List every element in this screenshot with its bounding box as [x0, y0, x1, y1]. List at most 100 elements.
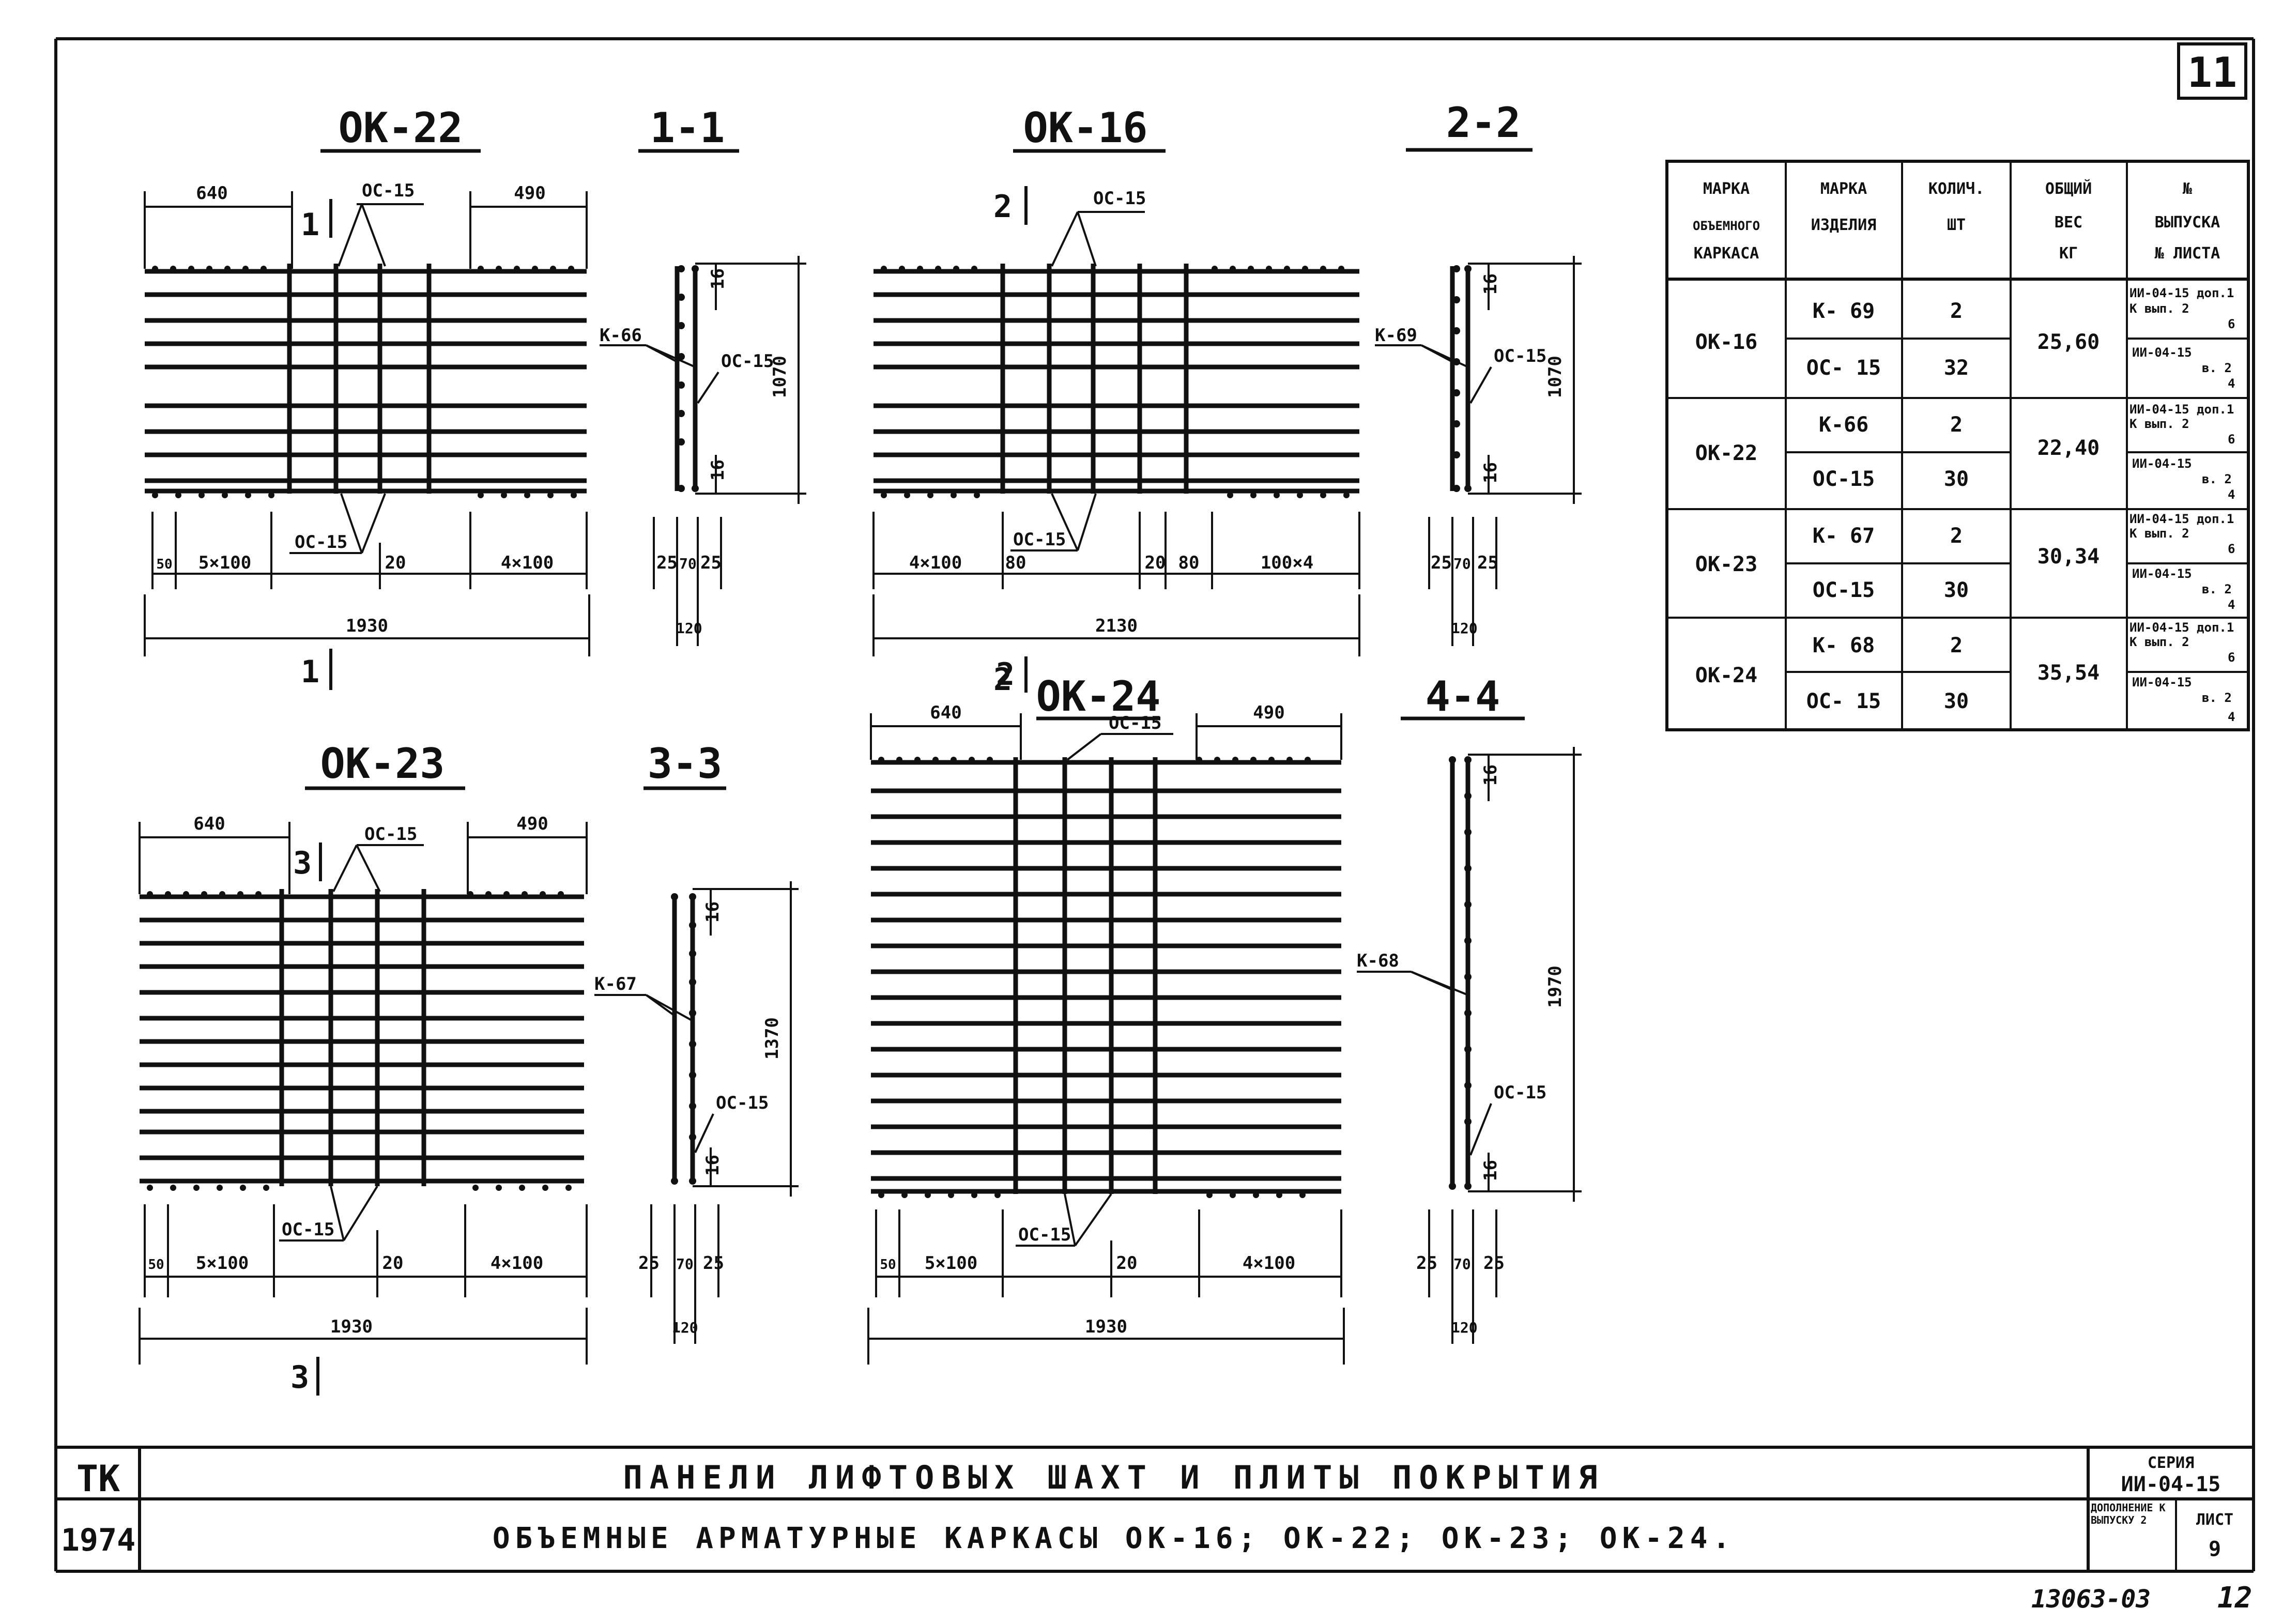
callout-label: ОС-15 [362, 180, 415, 201]
dim-label: 20 [385, 553, 406, 573]
tk-label: ТК [76, 1458, 120, 1500]
dim-label: 490 [1253, 702, 1284, 723]
longitudinal-bars [140, 894, 584, 1184]
reference: ИИ-04-15 доп.1 [2129, 512, 2234, 526]
series-value: ИИ-04-15 [2121, 1473, 2221, 1496]
callout-label: К-66 [600, 325, 642, 346]
dim-label: 25 [638, 1253, 660, 1274]
view-title: ОК-23 [320, 740, 445, 788]
item-mark: К- 67 [1813, 524, 1875, 548]
section-mark: 1 [301, 654, 319, 690]
dim-label: 25 [1431, 553, 1452, 573]
header-cell: ИЗДЕЛИЯ [1811, 216, 1876, 234]
table-row: ОК-24 К- 68 2 ОС- 15 30 35,54 ИИ-04-15 д… [1695, 620, 2235, 724]
dim-label: 16 [702, 901, 723, 923]
dim-label: 5×100 [925, 1253, 977, 1274]
section-mark: 2 [993, 189, 1012, 225]
dim-label: 640 [930, 702, 961, 723]
frame-mark: ОК-23 [1695, 553, 1757, 576]
reference: 4 [2228, 597, 2235, 612]
footer-code: 13063-03 [2031, 1585, 2151, 1614]
dim-label: 490 [514, 183, 545, 204]
longitudinal-bars [874, 269, 1359, 494]
quantity: 30 [1944, 690, 1969, 713]
callout-label: ОС-15 [721, 351, 774, 372]
header-cell: ВЫПУСКА [2155, 213, 2220, 232]
header-cell: ОБЩИЙ [2045, 179, 2092, 198]
dim-label: 16 [708, 459, 728, 481]
item-mark: К- 69 [1813, 299, 1875, 323]
dim-label: 120 [672, 1319, 698, 1336]
quantity: 30 [1944, 467, 1969, 491]
item-mark: ОС-15 [1813, 578, 1875, 602]
item-mark: К- 68 [1813, 634, 1875, 657]
item-mark: К-66 [1819, 413, 1868, 437]
dim-label: 120 [676, 620, 702, 637]
dim-label: 640 [193, 814, 225, 834]
callout-label: ОС-15 [295, 532, 347, 553]
reference: К вып. 2 [2129, 301, 2189, 316]
view-title: ОК-16 [1023, 104, 1148, 152]
reference: ИИ-04-15 доп.1 [2129, 620, 2234, 635]
view-ok22: ОК-22 640 [144, 104, 590, 690]
reference: 6 [2228, 542, 2235, 556]
title-block: ТК 1974 ПАНЕЛИ ЛИФТОВЫХ ШАХТ И ПЛИТЫ ПОК… [56, 1446, 2254, 1571]
dim-label: 25 [1416, 1253, 1437, 1274]
dim-label: 20 [1116, 1253, 1138, 1274]
dim-label: 25 [703, 1253, 724, 1274]
dim-label: 70 [676, 1255, 694, 1273]
dim-label: 120 [1451, 1319, 1478, 1336]
callout-label: К-69 [1375, 325, 1417, 346]
sheet-number: 11 [2187, 49, 2237, 97]
dim-label: 16 [708, 268, 728, 289]
dim-label: 1930 [1085, 1316, 1127, 1337]
quantity: 30 [1944, 578, 1969, 602]
quantity: 2 [1950, 413, 1963, 437]
dim-label: 70 [1453, 555, 1471, 572]
cross-bars [287, 264, 432, 494]
dim-label: 50 [156, 557, 172, 572]
reference: ИИ-04-15 [2132, 566, 2192, 581]
section-mark: 1 [301, 207, 319, 243]
dim-label: 25 [1477, 553, 1498, 573]
dim-label: 20 [382, 1253, 404, 1274]
dim-label: 1070 [1545, 356, 1566, 398]
dim-label: 4×100 [491, 1253, 543, 1274]
callout-label: ОС-15 [1494, 1082, 1546, 1103]
header-cell: № ЛИСТА [2155, 244, 2220, 263]
view-title: ОК-22 [339, 104, 463, 152]
dim-label: 25 [1483, 1253, 1505, 1274]
footer-page: 12 [2217, 1581, 2252, 1615]
dim-label: 100×4 [1261, 553, 1313, 573]
header-cell: КГ [2059, 244, 2078, 263]
dim-label: 2130 [1095, 616, 1138, 636]
sheet-value: 9 [2209, 1537, 2221, 1561]
dim-label: 4×100 [501, 553, 554, 573]
dim-label: 5×100 [198, 553, 251, 573]
quantity: 32 [1944, 356, 1969, 380]
top-bar-dots [152, 266, 577, 498]
sheet-number-box: 11 [2177, 42, 2247, 100]
frame-mark: ОК-16 [1695, 330, 1757, 354]
item-mark: ОС- 15 [1806, 356, 1881, 380]
callout-label: К-68 [1357, 951, 1399, 971]
reference: в. 2 [2202, 582, 2232, 596]
longitudinal-bars [871, 760, 1341, 1194]
dim-label: 16 [1480, 764, 1501, 786]
quantity: 2 [1950, 524, 1963, 548]
header-cell: МАРКА [1703, 180, 1750, 198]
callout-label: ОС-15 [1494, 346, 1546, 366]
cross-bars [1000, 264, 1189, 494]
dim-label: 50 [880, 1257, 896, 1273]
dim-label: 640 [196, 183, 227, 204]
weight: 35,54 [2037, 661, 2100, 685]
weight: 30,34 [2037, 545, 2100, 569]
callout-label: ОС-15 [1109, 713, 1161, 733]
specification-table: МАРКА ОБЪЕМНОГО КАРКАСА МАРКА ИЗДЕЛИЯ КО… [1665, 160, 2250, 731]
view-title: 3-3 [648, 740, 723, 788]
table-row: ОК-22 К-66 2 ОС-15 30 22,40 ИИ-04-15 доп… [1695, 402, 2235, 502]
reference: 4 [2228, 376, 2235, 391]
view-ok16: ОК-16 2 2 ОС-15 [872, 104, 1360, 693]
header-cell: ОБЪЕМНОГО [1693, 219, 1760, 233]
